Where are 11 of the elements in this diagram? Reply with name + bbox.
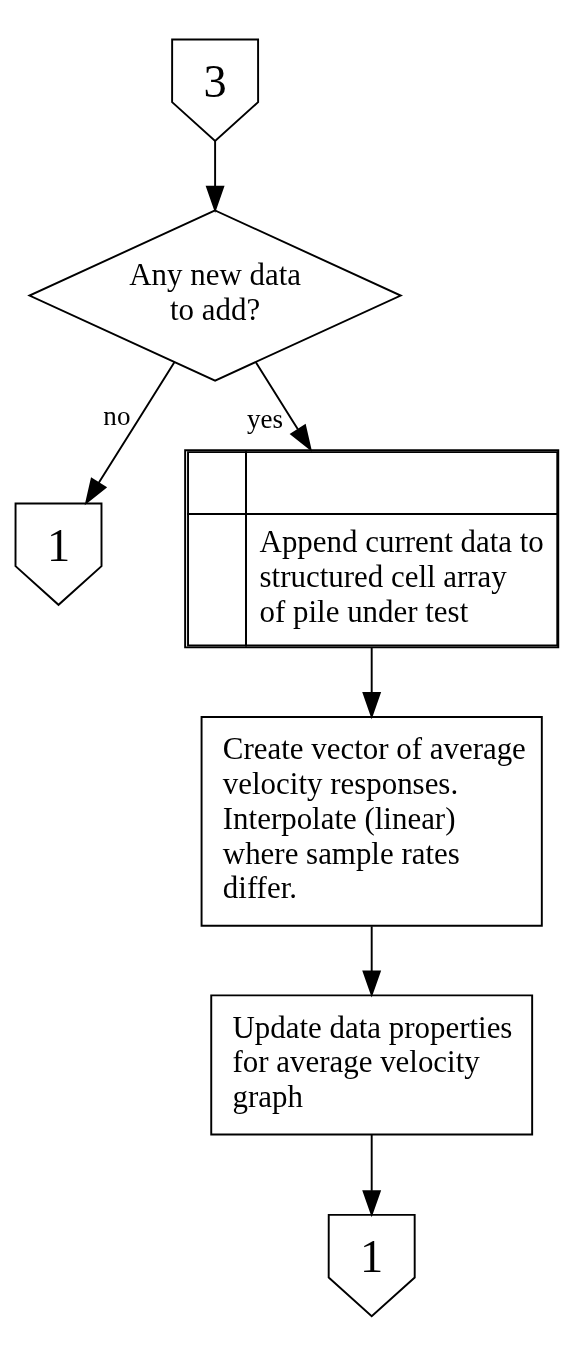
arrow (84, 361, 176, 506)
arrow (254, 361, 313, 452)
arrow (362, 925, 382, 998)
arrow (362, 646, 382, 720)
edge-label: no (103, 400, 131, 431)
arrow (205, 140, 225, 213)
arrow (362, 1133, 382, 1218)
node-box: Create vector of average velocity responses. Interpolate (linear) where sample rates differ. (200, 716, 543, 927)
edge-label: yes (246, 403, 283, 434)
node-diamond: Any new data to add? (27, 209, 403, 382)
node-box: Update data properties for average velocity graph (210, 994, 534, 1136)
